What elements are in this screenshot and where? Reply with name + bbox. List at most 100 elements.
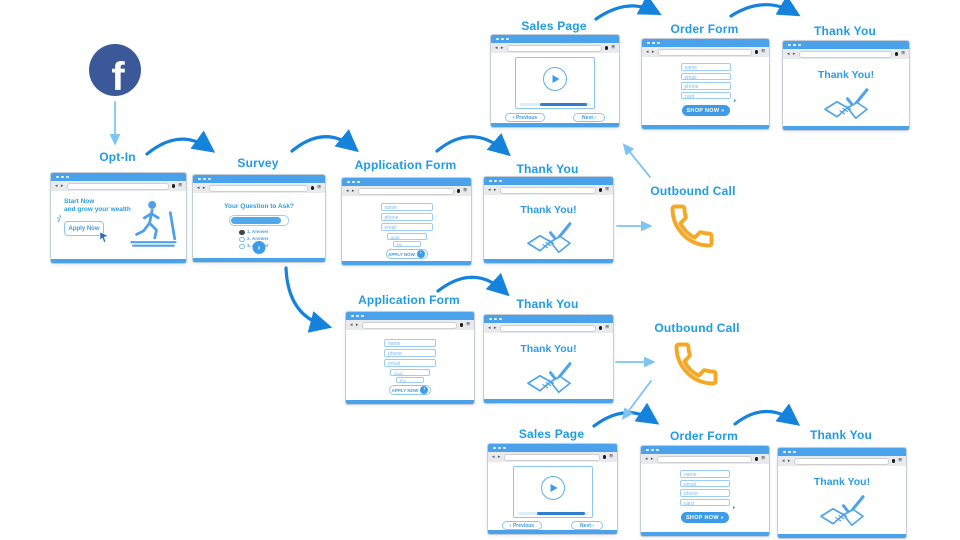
survey-option: 1. Answer [239,229,269,236]
window-survey[interactable]: ◂ ▸ ≡ Your Question to Ask? 1. Answer 2.… [192,174,326,263]
window-application-2[interactable]: ◂ ▸ ≡ name phone email goal inv APPLY NO… [345,311,475,405]
window-thankyou-top[interactable]: ◂ ▸ ≡ Thank You! [782,40,910,131]
form-field-phone: phone [380,213,433,221]
profile-icon [456,189,461,193]
arrow-application2-thankyou2 [436,272,510,297]
profile-icon [598,326,603,330]
browser-nav-icons: ◂ ▸ [55,182,65,189]
arrow-sales-order-top [594,0,662,21]
label-outbound-2: Outbound Call [654,321,740,335]
survey-option: 2. Answer [239,236,269,243]
label-application-2: Application Form [358,293,460,307]
arrow-circle-icon: › [416,250,425,258]
thankyou-message: Thank You! [520,204,577,216]
window-addressbar: ◂ ▸ ≡ [484,185,613,195]
url-bar [799,50,892,58]
window-footer [484,259,613,263]
window-dot [66,175,69,179]
form-field-phone: phone [384,349,436,357]
menu-icon: ≡ [898,456,902,464]
window-dot [356,314,359,318]
radio-icon [239,236,245,243]
form-field-email: email [384,359,436,367]
window-order-top[interactable]: ◂ ▸ ≡ name email phone card SHOP NOW » [641,38,770,130]
window-footer [641,532,769,536]
survey-progress-fill [231,217,281,224]
label-thankyou-1: Thank You [516,162,579,176]
window-sales-bottom[interactable]: ◂ ▸ ≡ ‹ Previous Next › [487,443,618,535]
url-bar [794,457,889,465]
menu-icon: ≡ [605,323,609,331]
form-field-inv: inv [392,241,421,247]
window-thankyou-1[interactable]: ◂ ▸ ≡ Thank You! [483,176,614,264]
window-dot [646,448,649,452]
url-bar [358,187,454,195]
form-field-name: name [380,203,433,211]
window-dot [357,180,360,184]
profile-icon [598,188,603,192]
form-field-name: name [384,339,436,347]
browser-nav-icons: ◂ ▸ [488,324,498,331]
url-bar [657,455,752,463]
window-titlebar [488,444,617,452]
survey-question: Your Question to Ask? [224,203,294,210]
url-bar [500,324,596,332]
window-dot [793,43,796,47]
form-field-phone: phone [680,489,730,497]
url-bar [504,453,600,461]
profile-icon [891,459,896,463]
shop-now-button: SHOP NOW » [681,105,730,116]
arrow-survey-application [290,129,359,153]
browser-nav-icons: ◂ ▸ [492,453,502,460]
profile-icon [894,52,899,56]
window-footer [491,123,619,127]
window-dot [647,41,650,45]
form-field-goal: goal [386,233,427,240]
url-bar [209,184,308,192]
arrow-circle-icon: › [420,386,429,394]
window-footer [484,399,613,403]
browser-nav-icons: ◂ ▸ [197,184,207,191]
facebook-icon[interactable]: f [89,44,141,100]
window-dot [361,314,364,318]
window-dot [498,446,501,450]
window-addressbar: ◂ ▸ ≡ [488,452,617,462]
arrow-outbound1-sales [622,143,651,178]
arrow-survey-application2 [284,266,333,333]
facebook-letter: f [111,55,125,100]
menu-icon: ≡ [611,43,615,51]
profile-icon [602,455,607,459]
window-footer [342,261,471,265]
window-dot [798,43,801,47]
window-titlebar [641,446,769,454]
optin-headline: Start Now and grow your wealth [64,198,131,214]
arrow-sales-order-bottom [592,402,660,428]
window-sales-top[interactable]: ◂ ▸ ≡ ‹ Previous Next › [490,34,620,128]
window-footer [778,534,906,538]
window-dot [788,43,791,47]
menu-icon: ≡ [178,181,182,189]
menu-icon: ≡ [761,454,765,462]
window-addressbar: ◂ ▸ ≡ [778,456,906,466]
window-application-1[interactable]: ◂ ▸ ≡ name phone email goal inv APPLY NO… [341,177,472,266]
menu-icon: ≡ [609,452,613,460]
profile-icon [754,457,759,461]
label-thankyou-bottom: Thank You [809,428,873,442]
window-optin[interactable]: ◂ ▸ ≡ Start Now and grow your wealth App… [50,172,187,264]
phone-icon-outbound-1[interactable] [666,200,718,252]
phone-icon-outbound-2[interactable] [670,338,722,390]
window-addressbar: ◂ ▸ ≡ [484,323,613,333]
window-thankyou-2[interactable]: ◂ ▸ ≡ Thank You! [483,314,614,404]
window-thankyou-bottom[interactable]: ◂ ▸ ≡ Thank You! [777,447,907,539]
apply-now-button: APPLY NOW› [385,249,428,259]
form-field-email: email [680,72,731,80]
window-dot [208,177,211,181]
apply-now-button: Apply Now [64,221,104,236]
browser-nav-icons: ◂ ▸ [346,187,356,194]
window-addressbar: ◂ ▸ ≡ [642,47,769,57]
label-sales-bottom: Sales Page [518,427,585,441]
form-field-name: name [680,470,730,478]
window-order-bottom[interactable]: ◂ ▸ ≡ name email phone card SHOP NOW » [640,445,770,537]
video-player [515,57,595,109]
